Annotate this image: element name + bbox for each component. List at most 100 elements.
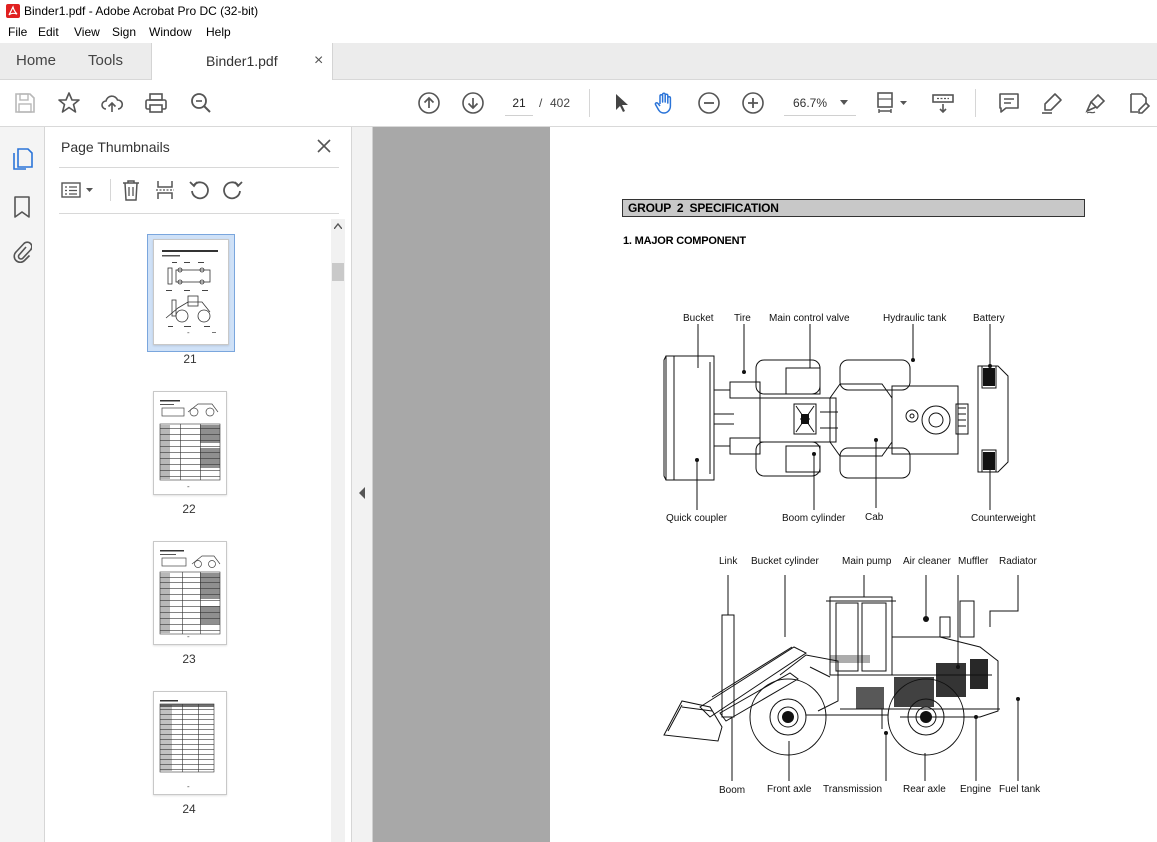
total-pages: 402 [550, 96, 571, 110]
rotate-counterclockwise-icon[interactable] [188, 179, 210, 201]
chevron-down-icon [840, 100, 848, 105]
toolbar-divider [589, 89, 590, 117]
label-quick-coupler: Quick coupler [666, 513, 728, 524]
label-radiator: Radiator [999, 556, 1037, 567]
zoom-search-icon[interactable] [189, 91, 213, 115]
group-heading: GROUP 2 SPECIFICATION [628, 201, 779, 215]
thumbnails-panel: Page Thumbnails - 21 [45, 127, 352, 842]
hand-tool-icon[interactable] [652, 91, 676, 115]
page-number-input[interactable]: 21 [505, 91, 533, 116]
menu-bar: File Edit View Sign Window Help [0, 23, 1157, 43]
label-tire: Tire [734, 313, 751, 324]
thumbnail-page[interactable]: - [153, 541, 227, 645]
label-cab: Cab [865, 512, 884, 523]
thumbnail-footer: - [187, 482, 190, 491]
label-fuel-tank: Fuel tank [999, 784, 1041, 795]
label-counterweight: Counterweight [971, 513, 1036, 524]
zoom-dropdown[interactable]: 66.7% [784, 91, 856, 116]
bookmark-icon[interactable] [13, 195, 31, 219]
label-link: Link [719, 556, 738, 567]
thumbnail-page-number: 24 [182, 802, 196, 816]
attachment-icon[interactable] [12, 240, 32, 264]
panel-divider [110, 179, 111, 201]
navigation-rail [0, 127, 45, 842]
menu-sign[interactable]: Sign [112, 25, 137, 39]
insert-pages-icon[interactable] [155, 179, 175, 201]
thumbnail-preview-image [159, 700, 215, 773]
previous-page-icon[interactable] [417, 91, 441, 115]
upload-cloud-icon[interactable] [100, 91, 124, 115]
title-bar: Binder1.pdf - Adobe Acrobat Pro DC (32-b… [0, 0, 1157, 23]
page-separator: / [539, 96, 543, 110]
draw-sign-icon[interactable] [1084, 91, 1108, 115]
menu-help[interactable]: Help [206, 25, 231, 39]
thumbnail-options-icon[interactable] [61, 181, 95, 199]
thumbnail-footer: - [187, 328, 190, 337]
menu-edit[interactable]: Edit [38, 25, 59, 39]
label-main-pump: Main pump [842, 556, 892, 567]
loader-top-view-diagram [663, 324, 1009, 510]
zoom-value: 66.7% [793, 96, 828, 110]
rotate-clockwise-icon[interactable] [222, 179, 244, 201]
panel-title: Page Thumbnails [61, 139, 170, 155]
label-hydraulic-tank: Hydraulic tank [883, 313, 947, 324]
thumbnail-page[interactable]: - [153, 239, 229, 345]
tab-bar: Home Tools Binder1.pdf × [0, 43, 1157, 80]
zoom-out-icon[interactable] [697, 91, 721, 115]
label-engine: Engine [960, 784, 992, 795]
tab-document-label: Binder1.pdf [206, 53, 278, 69]
thumbnail-preview-image [159, 400, 221, 481]
thumbnail-page[interactable]: - [153, 391, 227, 495]
toolbar-divider [975, 89, 976, 117]
panel-divider [59, 167, 339, 168]
delete-pages-icon[interactable] [121, 179, 141, 201]
thumbnail-scrollbar[interactable] [331, 219, 345, 842]
acrobat-logo-icon [6, 4, 20, 18]
tab-document[interactable]: Binder1.pdf × [151, 43, 333, 80]
section-heading: 1. MAJOR COMPONENT [623, 235, 746, 247]
label-front-axle: Front axle [767, 784, 812, 795]
thumbnail-footer: - [187, 782, 190, 791]
thumbnail-preview-image [159, 550, 221, 635]
scroll-up-icon[interactable] [334, 223, 342, 229]
label-bucket: Bucket [683, 313, 714, 324]
edit-pdf-icon[interactable] [1127, 91, 1151, 115]
select-arrow-icon[interactable] [609, 91, 633, 115]
toolbar: 21 / 402 66.7% [0, 80, 1157, 127]
print-icon[interactable] [144, 91, 168, 115]
label-boom: Boom [719, 785, 746, 796]
comment-icon[interactable] [997, 91, 1021, 115]
page-fit-icon[interactable] [875, 91, 911, 115]
collapse-left-icon[interactable] [358, 487, 366, 499]
next-page-icon[interactable] [461, 91, 485, 115]
tab-tools[interactable]: Tools [88, 52, 124, 69]
menu-window[interactable]: Window [149, 25, 192, 39]
panel-divider [59, 213, 339, 214]
group-heading-box: GROUP 2 SPECIFICATION [622, 199, 1085, 217]
loader-side-view-diagram [663, 575, 1020, 781]
thumbnail-page[interactable]: - [153, 691, 227, 795]
label-rear-axle: Rear axle [903, 784, 946, 795]
label-main-control-valve: Main control valve [769, 313, 850, 324]
star-icon[interactable] [57, 91, 81, 115]
zoom-in-icon[interactable] [741, 91, 765, 115]
save-icon[interactable] [13, 91, 37, 115]
close-icon[interactable] [317, 139, 331, 153]
highlight-pen-icon[interactable] [1040, 91, 1064, 115]
scroll-mode-icon[interactable] [931, 91, 955, 115]
panel-collapse-strip[interactable] [352, 127, 373, 842]
thumbnail-footer: - [187, 632, 190, 641]
label-air-cleaner: Air cleaner [903, 556, 951, 567]
menu-file[interactable]: File [8, 25, 28, 39]
label-transmission: Transmission [823, 784, 883, 795]
tab-home[interactable]: Home [16, 52, 57, 69]
page-thumbnails-icon[interactable] [12, 147, 34, 171]
label-battery: Battery [973, 313, 1005, 324]
tab-close-icon[interactable]: × [314, 52, 324, 69]
thumbnail-page-number: 22 [182, 502, 196, 516]
menu-view[interactable]: View [74, 25, 100, 39]
window-title: Binder1.pdf - Adobe Acrobat Pro DC (32-b… [24, 4, 259, 18]
thumbnail-page-number: 21 [183, 352, 197, 366]
pdf-page: GROUP 2 SPECIFICATION 1. MAJOR COMPONENT [550, 127, 1157, 842]
scrollbar-thumb[interactable] [332, 263, 344, 281]
